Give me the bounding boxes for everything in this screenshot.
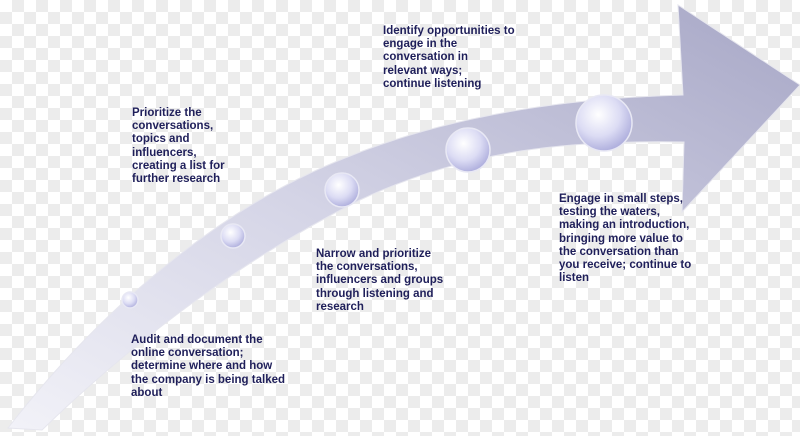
step-5-label: Engage in small steps, testing the water… (559, 193, 692, 285)
step-circle-3 (324, 172, 360, 208)
step-circle-4 (445, 127, 491, 173)
step-3-label: Narrow and prioritize the conversations,… (316, 248, 444, 313)
step-4-label: Identify opportunities to engage in the … (383, 25, 515, 90)
step-2-label: Prioritize the conversations, topics and… (132, 107, 225, 186)
step-1-label: Audit and document the online conversati… (131, 334, 286, 399)
step-circle-1 (121, 291, 139, 309)
step-circle-5 (575, 94, 633, 152)
step-circle-2 (220, 223, 246, 249)
